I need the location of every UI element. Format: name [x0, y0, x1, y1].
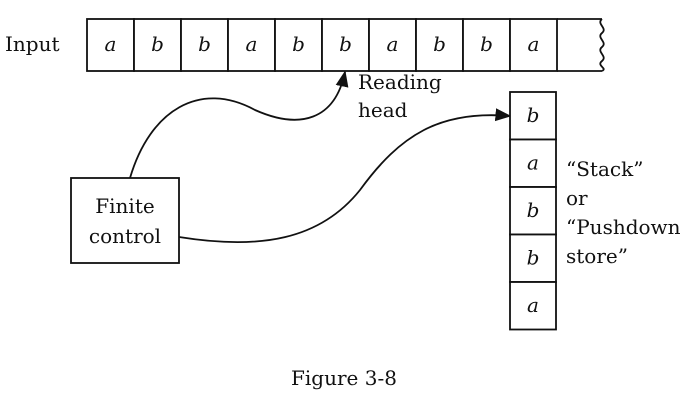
- stack-cell-symbol: b: [527, 103, 540, 127]
- stack-cell-symbol: a: [527, 151, 539, 175]
- stack-cell-symbol: b: [527, 246, 540, 270]
- stack-label-line1: “Stack”: [566, 157, 643, 181]
- tape-cell-symbol: a: [528, 32, 540, 56]
- reading-head-arrow: [129, 70, 349, 179]
- stack-label-line3: “Pushdown: [566, 215, 681, 239]
- tape-cell: [321, 18, 370, 72]
- input-label: Input: [5, 32, 60, 56]
- tape-cell: [509, 18, 558, 72]
- stack-cell: [509, 91, 557, 141]
- finite-control-box: [70, 177, 180, 264]
- stack-cell-symbol: b: [527, 198, 540, 222]
- figure-caption: Figure 3-8: [291, 366, 397, 390]
- tape-cell: [368, 18, 417, 72]
- tape-cell-symbol: b: [433, 32, 446, 56]
- tape-cell-symbol: b: [151, 32, 164, 56]
- tape-cell-symbol: a: [387, 32, 399, 56]
- stack-cell-symbol: a: [527, 293, 539, 317]
- tape-cell: [462, 18, 511, 72]
- stack-top-arrow: [178, 108, 512, 244]
- tape-cell: [180, 18, 229, 72]
- tape-cell-symbol: a: [105, 32, 117, 56]
- tape-cell: [415, 18, 464, 72]
- stack-cell: [509, 233, 557, 283]
- stack-label-line4: store”: [566, 244, 628, 268]
- stack-label-line2: or: [566, 186, 588, 210]
- tape-cell-symbol: b: [198, 32, 211, 56]
- tape-cell-symbol: a: [246, 32, 258, 56]
- finite-control-label: Finite: [95, 194, 154, 218]
- tape-cell: [133, 18, 182, 72]
- reading-head-label-line2: head: [358, 98, 408, 122]
- reading-head-label: Reading: [358, 70, 442, 94]
- tape-cell: [274, 18, 323, 72]
- tape-cell: [86, 18, 135, 72]
- stack-cell: [509, 281, 557, 331]
- tape-cell-symbol: b: [292, 32, 305, 56]
- tape-cell-symbol: b: [339, 32, 352, 56]
- finite-control-label-line2: control: [89, 224, 161, 248]
- stack-cell: [509, 138, 557, 188]
- tape-cell-symbol: b: [480, 32, 493, 56]
- tape-blank-end: [557, 18, 605, 72]
